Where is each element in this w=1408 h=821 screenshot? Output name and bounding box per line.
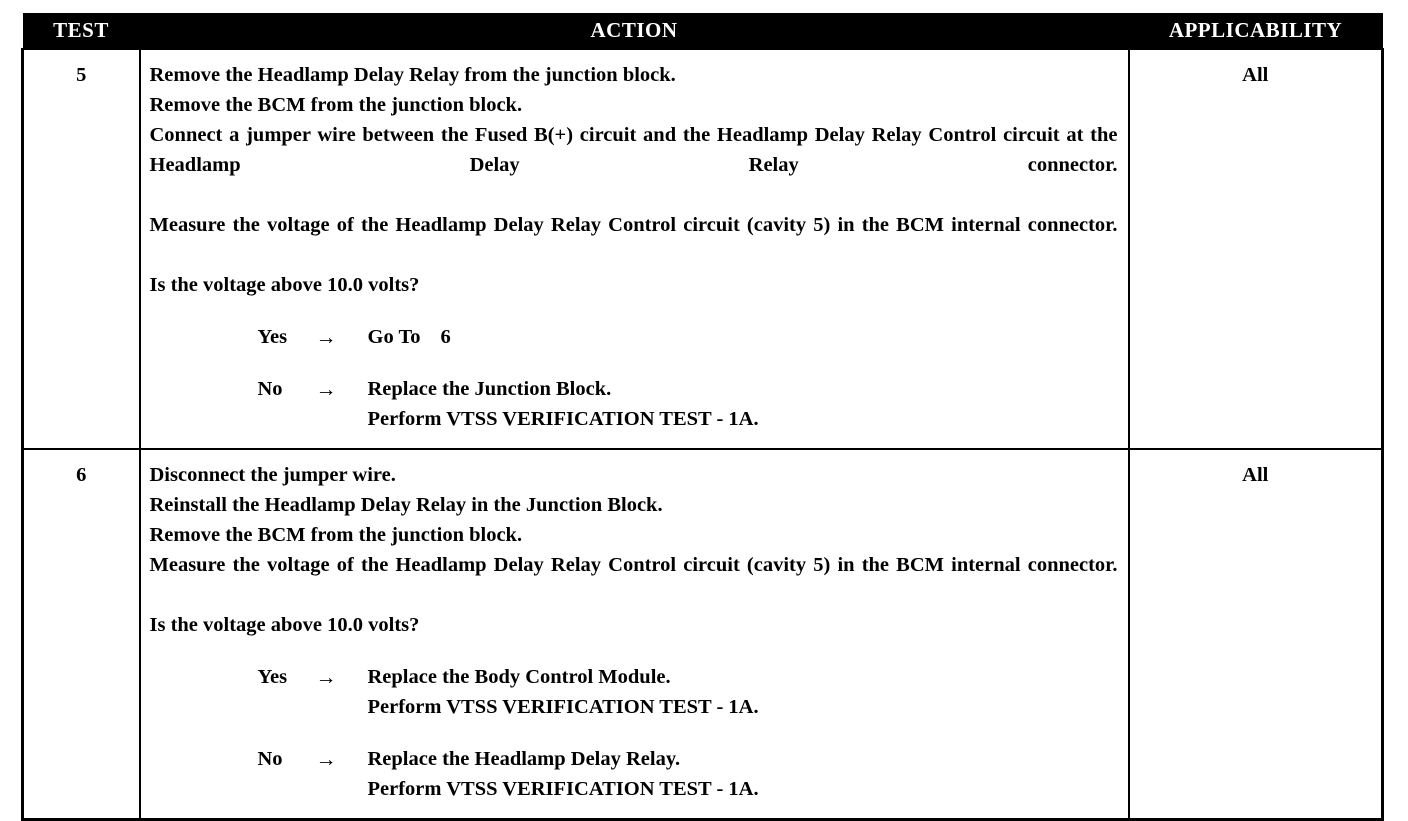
branch-label: Yes <box>257 666 288 688</box>
applicability-cell: All <box>1127 448 1384 821</box>
branch-label: No <box>257 378 283 400</box>
action-statement: Remove the Headlamp Delay Relay from the… <box>149 64 676 86</box>
applicability-value: All <box>1242 464 1269 486</box>
applicability-cell: All <box>1127 48 1384 450</box>
action-statement: Is the voltage above 10.0 volts? <box>149 614 420 636</box>
test-number-cell: 6 <box>21 448 141 821</box>
branch-result: Replace the Body Control Module. Perform… <box>368 662 1118 722</box>
action-statement: Is the voltage above 10.0 volts? <box>149 274 420 296</box>
action-statement: Measure the voltage of the Headlamp Dela… <box>149 554 1118 576</box>
branch-result: Go To 6 <box>368 322 1118 352</box>
action-cell: Remove the Headlamp Delay Relay from the… <box>138 48 1130 450</box>
arrow-right-icon: → <box>315 747 337 771</box>
column-header-test: TEST <box>22 13 140 49</box>
test-number: 6 <box>76 464 87 486</box>
branch-result-line: Go To 6 <box>368 322 1118 352</box>
branch-result: Replace the Junction Block. Perform VTSS… <box>368 374 1118 434</box>
branch-result: Replace the Headlamp Delay Relay. Perfor… <box>368 744 1118 804</box>
diagnostic-procedure-table: TEST ACTION APPLICABILITY 5 Remove the H… <box>21 13 1384 821</box>
branch-label: Yes <box>257 326 288 348</box>
test-number: 5 <box>76 64 87 86</box>
branch-result-line: Perform VTSS VERIFICATION TEST - 1A. <box>367 696 759 718</box>
branch-no: No → Replace the Headlamp Delay Relay. P… <box>150 744 1118 804</box>
table-row: 5 Remove the Headlamp Delay Relay from t… <box>21 48 1384 450</box>
action-cell: Disconnect the jumper wire. Reinstall th… <box>138 448 1130 821</box>
column-header-applicability: APPLICABILITY <box>1128 13 1383 49</box>
table-header: TEST ACTION APPLICABILITY <box>22 13 1383 49</box>
action-statement: Disconnect the jumper wire. <box>149 464 396 486</box>
branch-result-line: Replace the Headlamp Delay Relay. <box>367 748 681 770</box>
test-number-cell: 5 <box>21 48 141 450</box>
document-page: TEST ACTION APPLICABILITY 5 Remove the H… <box>21 13 1384 821</box>
branch-list: Yes → Replace the Body Control Module. P… <box>150 662 1118 804</box>
action-statement: Remove the BCM from the junction block. <box>149 94 523 116</box>
branch-result-line: Perform VTSS VERIFICATION TEST - 1A. <box>367 408 759 430</box>
goto-target[interactable]: 6 <box>440 326 451 348</box>
branch-yes: Yes → Replace the Body Control Module. P… <box>150 662 1118 722</box>
action-statement: Connect a jumper wire between the Fused … <box>149 124 1118 176</box>
branch-result-line: Perform VTSS VERIFICATION TEST - 1A. <box>367 778 759 800</box>
branch-label: No <box>257 748 283 770</box>
branch-result-line: Replace the Body Control Module. <box>367 666 671 688</box>
arrow-right-icon: → <box>315 325 337 349</box>
arrow-right-icon: → <box>315 377 337 401</box>
arrow-right-icon: → <box>315 665 337 689</box>
table-body: 5 Remove the Headlamp Delay Relay from t… <box>21 48 1384 821</box>
goto-label: Go To <box>367 326 421 348</box>
branch-no: No → Replace the Junction Block. Perform… <box>150 374 1118 434</box>
branch-yes: Yes → Go To 6 <box>150 322 1118 352</box>
branch-result-line: Replace the Junction Block. <box>367 378 612 400</box>
table-header-row: TEST ACTION APPLICABILITY <box>22 13 1383 49</box>
applicability-value: All <box>1242 64 1269 86</box>
column-header-action: ACTION <box>139 13 1129 49</box>
action-statement: Reinstall the Headlamp Delay Relay in th… <box>149 494 663 516</box>
branch-list: Yes → Go To 6 No → Replace the Junction B… <box>150 322 1118 434</box>
table-row: 6 Disconnect the jumper wire. Reinstall … <box>21 448 1384 821</box>
action-statement: Measure the voltage of the Headlamp Dela… <box>149 214 1118 236</box>
action-statement: Remove the BCM from the junction block. <box>149 524 523 546</box>
